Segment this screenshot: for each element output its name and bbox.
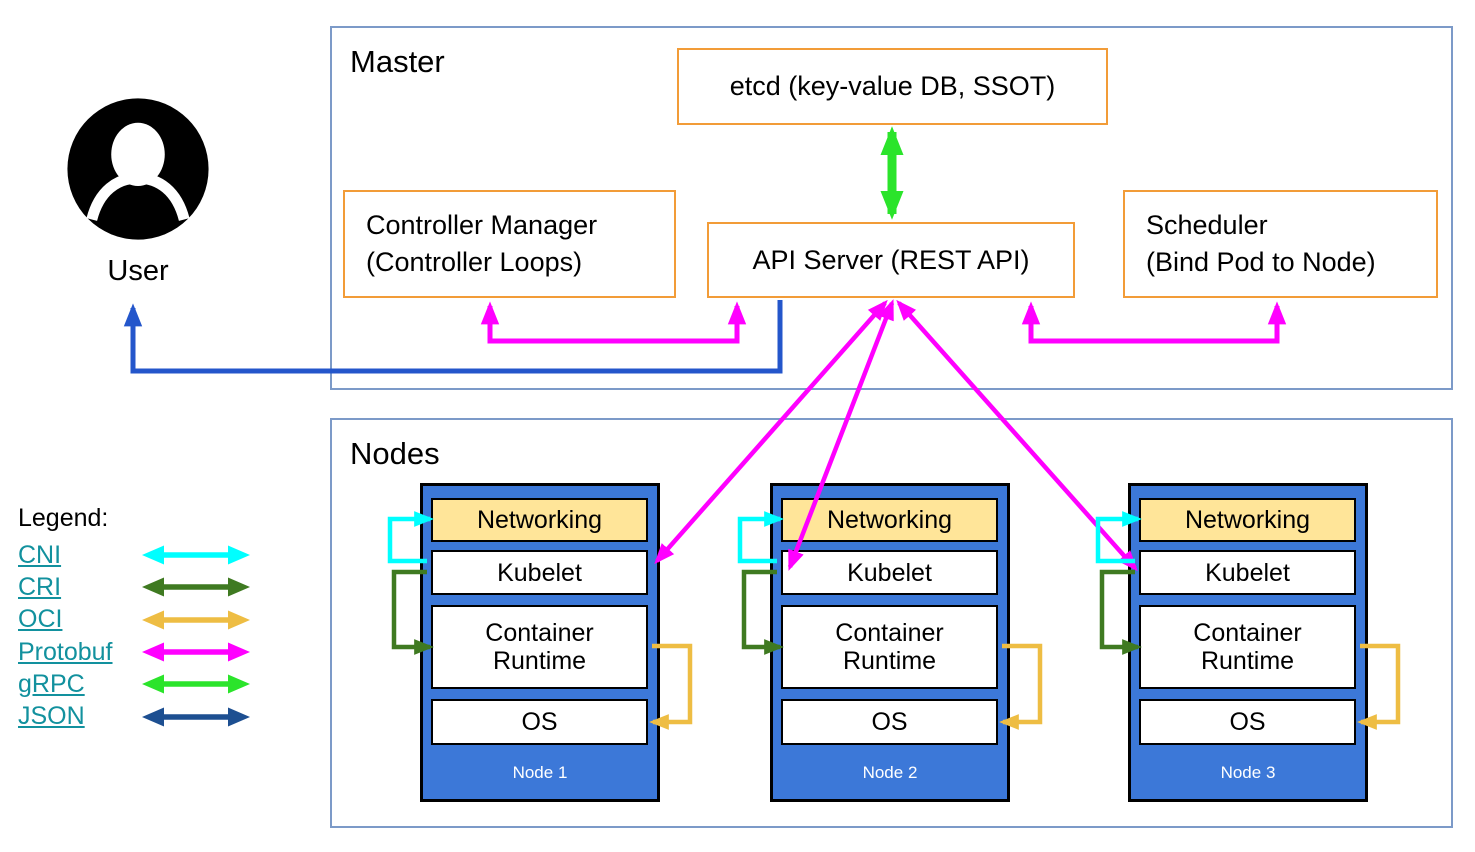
legend-arrow-protobuf xyxy=(142,642,250,662)
user-icon xyxy=(67,98,209,240)
node-3-os-layer: OS xyxy=(1139,699,1356,745)
master-title: Master xyxy=(350,44,445,79)
legend-row-grpc: gRPC xyxy=(18,668,252,700)
legend-arrow-oci xyxy=(142,610,250,630)
legend-link-json[interactable]: JSON xyxy=(18,702,85,731)
node-2-os-layer: OS xyxy=(781,699,998,745)
legend-row-cni: CNI xyxy=(18,539,252,571)
legend: Legend: CNI CRI OCI xyxy=(18,504,252,733)
scheduler-label-line1: Scheduler xyxy=(1146,210,1268,240)
etcd-label: etcd (key-value DB, SSOT) xyxy=(729,71,1056,101)
controller-manager-label-line1: Controller Manager xyxy=(366,210,598,240)
legend-link-oci[interactable]: OCI xyxy=(18,605,63,634)
legend-title: Legend: xyxy=(18,504,109,532)
legend-link-cri[interactable]: CRI xyxy=(18,572,62,601)
node-1-container-runtime-layer: Container Runtime xyxy=(431,605,648,689)
node-2-kubelet-layer: Kubelet xyxy=(781,550,998,595)
node-1-label: Node 1 xyxy=(512,763,568,782)
legend-arrow-cri xyxy=(142,577,250,597)
legend-link-protobuf[interactable]: Protobuf xyxy=(18,637,113,666)
node-3: Networking Kubelet Container Runtime OS … xyxy=(1128,483,1368,802)
node-1: Networking Kubelet Container Runtime OS … xyxy=(420,483,660,802)
node-3-container-runtime-layer: Container Runtime xyxy=(1139,605,1356,689)
controller-manager-label-line2: (Controller Loops) xyxy=(366,247,583,277)
legend-link-cni[interactable]: CNI xyxy=(18,540,62,569)
legend-arrow-cni xyxy=(142,545,250,565)
user-figure: User xyxy=(63,96,213,288)
scheduler-box: Scheduler (Bind Pod to Node) xyxy=(1123,190,1438,298)
legend-row-json: JSON xyxy=(18,700,252,732)
legend-link-grpc[interactable]: gRPC xyxy=(18,669,85,698)
controller-manager-box: Controller Manager (Controller Loops) xyxy=(343,190,676,298)
node-2-networking-layer: Networking xyxy=(781,498,998,542)
node-3-label: Node 3 xyxy=(1220,763,1276,782)
node-1-kubelet-layer: Kubelet xyxy=(431,550,648,595)
nodes-title: Nodes xyxy=(350,436,440,471)
legend-row-protobuf: Protobuf xyxy=(18,636,252,668)
node-1-networking-layer: Networking xyxy=(431,498,648,542)
legend-arrow-grpc xyxy=(142,674,250,694)
user-label: User xyxy=(107,255,169,287)
legend-row-cri: CRI xyxy=(18,571,252,603)
node-1-os-layer: OS xyxy=(431,699,648,745)
node-3-networking-layer: Networking xyxy=(1139,498,1356,542)
legend-row-oci: OCI xyxy=(18,604,252,636)
node-2: Networking Kubelet Container Runtime OS … xyxy=(770,483,1010,802)
etcd-box: etcd (key-value DB, SSOT) xyxy=(677,48,1108,125)
node-2-container-runtime-layer: Container Runtime xyxy=(781,605,998,689)
legend-arrow-json xyxy=(142,707,250,727)
api-server-label: API Server (REST API) xyxy=(752,244,1030,275)
api-server-box: API Server (REST API) xyxy=(707,222,1075,298)
node-3-kubelet-layer: Kubelet xyxy=(1139,550,1356,595)
node-2-label: Node 2 xyxy=(862,763,918,782)
scheduler-label-line2: (Bind Pod to Node) xyxy=(1146,247,1376,277)
